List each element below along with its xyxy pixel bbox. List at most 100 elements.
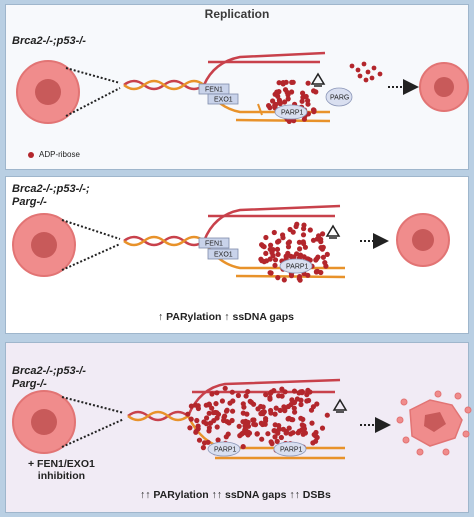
panel-replication-brca2-p53: Replication Brca2-/-;p53-/- ADP-ribose [5,4,469,170]
adp-ribose-dot [318,239,324,245]
adp-ribose-dot [230,398,236,404]
adp-ribose-dot [185,411,191,417]
adp-ribose-dot [196,437,203,443]
adp-ribose-dot [282,87,289,93]
adp-ribose-dot [187,425,193,431]
adp-ribose-dot [212,409,218,416]
adp-ribose-dot [283,253,289,259]
adp-ribose-dot [275,93,281,99]
adp-ribose-dot [192,402,199,408]
adp-ribose-dot [322,260,328,266]
adp-ribose-dot [267,256,273,262]
adp-ribose-dot [302,244,308,250]
adp-ribose-dot [299,422,305,428]
adp-ribose-dot [251,401,257,407]
adp-ribose-dot [361,61,367,67]
parp1-protein: PARP1 [207,441,241,457]
adp-ribose-dot [371,65,377,71]
adp-ribose-dot [271,388,277,394]
adp-ribose-dot [282,99,288,105]
adp-ribose-dot [272,434,278,440]
adp-ribose-dot [296,390,302,396]
adp-ribose-dot [299,98,305,104]
adp-ribose-dot [305,272,311,278]
adp-ribose-dot [305,80,311,86]
svg-text:PARG: PARG [330,95,349,102]
adp-ribose-dot [261,259,267,265]
cell-debris [400,398,408,406]
recycle-icon [332,398,348,413]
adp-ribose-dot [219,398,225,404]
svg-text:EXO1: EXO1 [214,252,233,259]
adp-ribose-dot [200,445,206,451]
adp-ribose-dot [245,389,251,395]
adp-ribose-dot [295,430,301,436]
adp-ribose-dot [242,423,248,429]
replication-fork-2 [123,204,346,279]
fragmented-cell-icon [396,390,472,456]
adp-ribose-dot [230,408,236,414]
parp1-protein: PARP1 [274,104,308,120]
genotype-line-2: Parg-/- [12,378,47,390]
fen1-box: FEN1 [198,83,230,95]
adp-ribose-dot [377,71,383,77]
exo1-box: EXO1 [207,93,239,105]
adp-ribose-dot [303,93,309,100]
cell-debris [416,448,424,456]
adp-ribose-dot [206,401,212,407]
adp-ribose-dot [272,422,278,428]
adp-ribose-dot [268,407,274,414]
adp-ribose-dot [225,431,231,437]
adp-ribose-dot [260,404,266,410]
adp-ribose-dot [263,392,269,398]
svg-text:PARP1: PARP1 [286,264,309,271]
adp-ribose-dot [298,415,304,421]
adp-ribose-dot [300,239,306,245]
adp-ribose-dot [209,391,215,397]
genotype-line-2: Parg-/- [12,196,47,208]
zoom-line-bottom [61,243,121,271]
adp-ribose-dot [285,244,292,250]
adp-ribose-dot [319,425,326,431]
legend: ADP-ribose [28,150,80,159]
genotype-label: Brca2-/-;p53-/- Parg-/- [12,365,86,391]
cell-debris [434,390,442,398]
adp-ribose-dot [309,420,315,426]
adp-ribose-dot [290,430,296,436]
adp-ribose-dot [274,438,280,444]
adp-ribose-dot [288,273,295,279]
adp-ribose-dot [260,421,266,428]
parp1-protein: PARP1 [279,258,313,274]
adp-ribose-dot [271,229,277,236]
adp-ribose-dot [240,401,246,407]
adp-ribose-dot [291,388,298,394]
adp-ribose-dot [229,417,235,424]
adp-ribose-dot [247,398,253,404]
adp-ribose-dot [259,436,265,442]
adp-ribose-dot [215,437,221,443]
replication-fork-1 [123,51,331,123]
adp-ribose-dot [285,96,291,102]
adp-ribose-dot [307,227,313,233]
adp-ribose-dot [250,417,256,423]
adp-ribose-dot [300,431,306,437]
adp-ribose-dot [206,428,212,434]
adp-ribose-dot [300,90,306,96]
panel-fen1-exo1-inhibition: Brca2-/-;p53-/- Parg-/- + FEN1/EXO1 inhi… [5,342,469,513]
cell-debris [402,436,410,444]
cell-debris [454,392,462,400]
adp-ribose-dot [224,407,230,413]
adp-ribose-dot [324,251,330,257]
adp-ribose-dot [320,244,326,250]
adp-ribose-dot [320,254,326,260]
adp-ribose-dot [214,390,220,396]
adp-ribose-dot [311,109,317,115]
cell-icon [16,60,80,124]
adp-ribose-dot [205,439,211,445]
adp-ribose-dot [188,416,194,422]
adp-ribose-dot [277,407,283,413]
adp-ribose-dot [261,409,267,415]
adp-ribose-dot [282,389,288,395]
zoom-line-top [61,396,125,414]
panel-title: Replication [204,7,270,21]
